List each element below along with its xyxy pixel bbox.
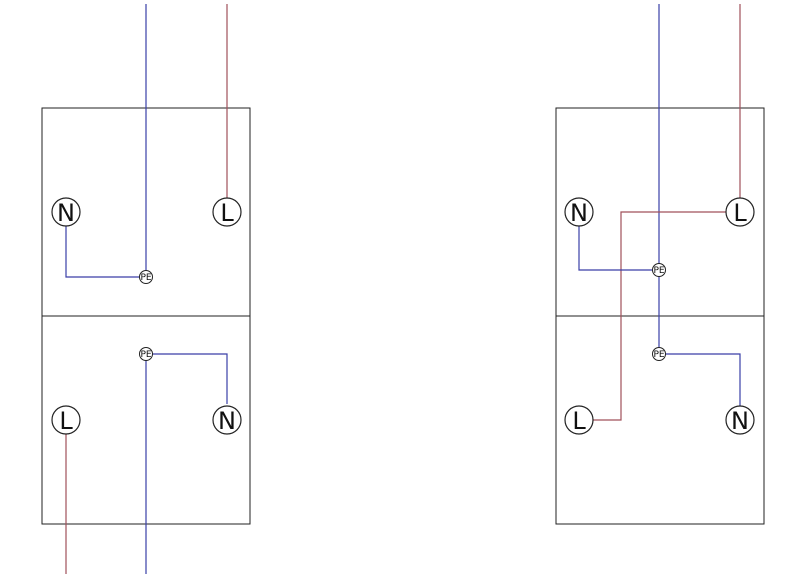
left-upper-pe-terminal: PE — [139, 270, 153, 284]
pe-label: PE — [140, 350, 151, 360]
left-lower-l-terminal: L — [51, 405, 81, 435]
right-lower-pe-terminal: PE — [652, 347, 666, 361]
right-lower-socket-box — [555, 315, 765, 525]
terminal-label: N — [57, 199, 75, 227]
left-upper-l-terminal: L — [212, 197, 242, 227]
left-upper-n-terminal: N — [51, 197, 81, 227]
left-upper-n-to-pe-wire — [65, 226, 140, 278]
right-upper-l-terminal: L — [725, 197, 755, 227]
right-lower-l-terminal: L — [564, 405, 594, 435]
right-lower-pe-to-n-wire — [665, 353, 741, 406]
left-lower-n-terminal: N — [212, 405, 242, 435]
terminal-label: N — [218, 407, 236, 435]
left-diagram: N L PE PE L N — [41, 4, 251, 574]
left-lower-pe-to-n-wire — [152, 353, 228, 404]
left-lower-pe-terminal: PE — [139, 347, 153, 361]
terminal-label: N — [570, 199, 588, 227]
terminal-label: L — [733, 199, 747, 227]
pe-label: PE — [653, 266, 664, 276]
terminal-label: L — [59, 407, 73, 435]
right-lower-n-terminal: N — [725, 405, 755, 435]
right-diagram: N L PE PE L N — [555, 4, 765, 525]
terminal-label: N — [731, 407, 749, 435]
pe-label: PE — [140, 273, 151, 283]
terminal-label: L — [220, 199, 234, 227]
right-upper-n-terminal: N — [564, 197, 594, 227]
right-upper-pe-terminal: PE — [652, 263, 666, 277]
pe-label: PE — [653, 350, 664, 360]
right-upper-n-to-pe-wire — [578, 226, 653, 271]
terminal-label: L — [572, 407, 586, 435]
right-live-crossover-wire — [592, 211, 726, 421]
